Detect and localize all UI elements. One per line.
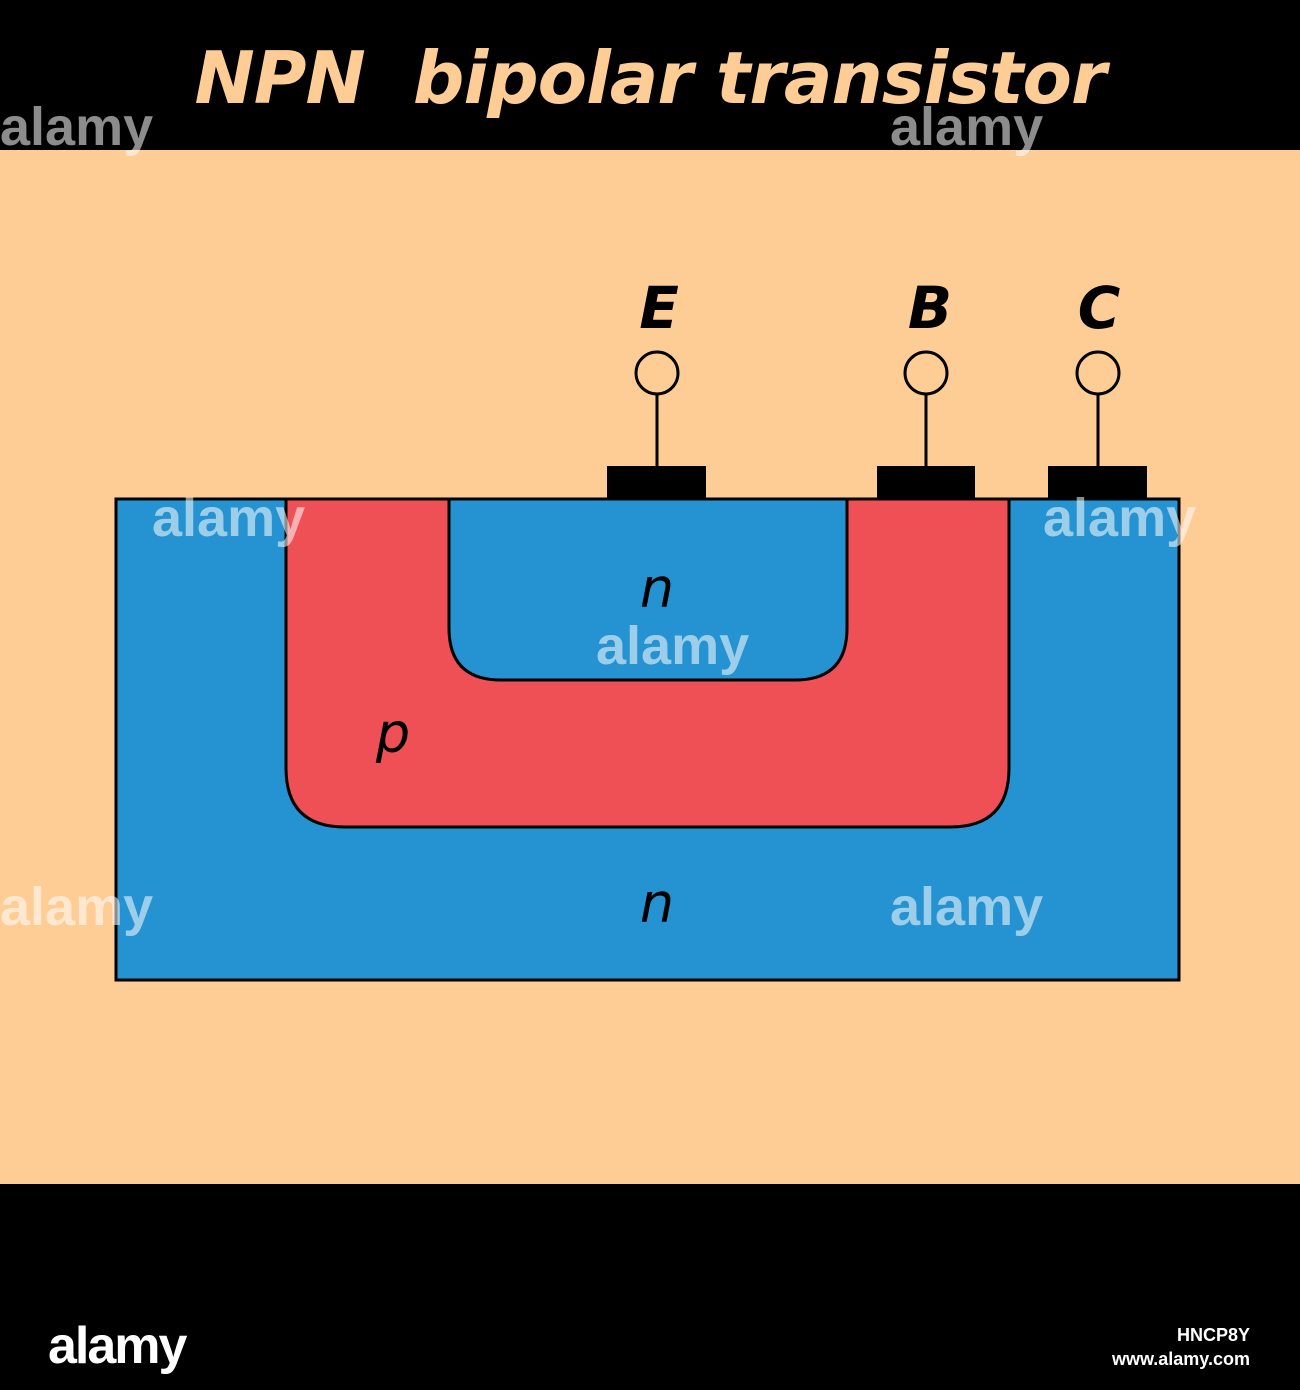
emitter-label: E bbox=[639, 274, 679, 342]
footer-bar bbox=[0, 1184, 1300, 1390]
alamy-logo: alamy bbox=[48, 1317, 187, 1375]
emitter-n-region bbox=[447, 497, 849, 682]
watermark-text: alamy bbox=[890, 877, 1043, 937]
emitter-region-label: n bbox=[640, 557, 674, 620]
image-id: HNCP8Y bbox=[1176, 1325, 1250, 1345]
emitter-terminal bbox=[634, 350, 680, 396]
watermark-text: alamy bbox=[152, 488, 305, 548]
emitter-contact bbox=[607, 466, 706, 499]
base-region-label: p bbox=[375, 702, 410, 765]
watermark-text: alamy bbox=[890, 97, 1043, 157]
source-url: www.alamy.com bbox=[1111, 1349, 1250, 1369]
title-bar: NPN bipolar transistor bbox=[0, 0, 1300, 150]
page-title: NPN bipolar transistor bbox=[194, 36, 1106, 120]
collector-terminal bbox=[1075, 350, 1121, 396]
base-terminal bbox=[903, 350, 949, 396]
watermark-text: alamy bbox=[0, 877, 153, 937]
base-contact bbox=[877, 466, 975, 499]
collector-label: C bbox=[1078, 274, 1121, 342]
watermark-text: alamy bbox=[0, 97, 153, 157]
collector-contact bbox=[1048, 466, 1147, 499]
watermark-text: alamy bbox=[596, 616, 749, 676]
base-label: B bbox=[908, 274, 952, 342]
collector-region-label: n bbox=[640, 872, 674, 935]
watermark-text: alamy bbox=[1043, 488, 1196, 548]
